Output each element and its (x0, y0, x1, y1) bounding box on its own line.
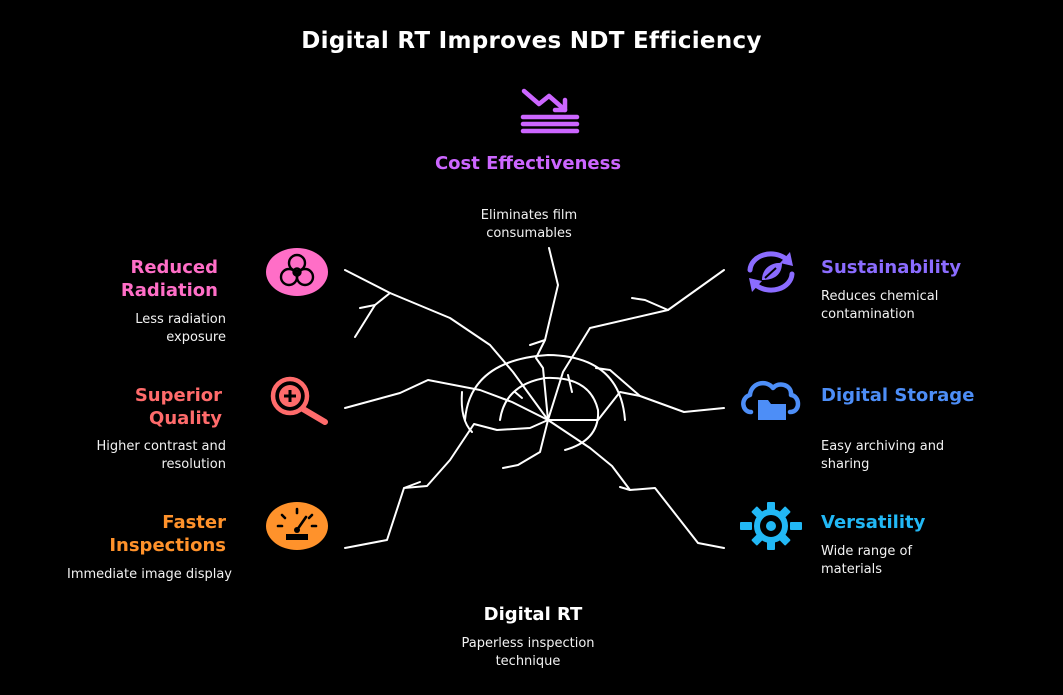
faster-inspections-description: Immediate image display (66, 567, 232, 582)
magnifier-plus-icon (270, 376, 328, 425)
chart-down-icon (520, 88, 580, 134)
digital-storage-label: Digital Storage (821, 385, 975, 406)
biohazard-icon (266, 248, 328, 296)
versatility-label: Versatility (821, 512, 926, 533)
digital-rt-description: Paperless inspection technique (461, 636, 595, 669)
sustainability-label: Sustainability (821, 257, 962, 278)
versatility-description: Wide range of materials (821, 544, 913, 577)
cost-effectiveness-description: Eliminates film consumables (480, 208, 578, 241)
reduced-radiation-description: Less radiation exposure (135, 312, 226, 345)
diagram-title: Digital RT Improves NDT Efficiency (301, 28, 762, 54)
recycle-leaf-icon (747, 251, 795, 293)
speedometer-icon (266, 502, 328, 550)
digital-rt-label: Digital RT (483, 604, 583, 625)
cloud-folder-icon (741, 380, 801, 420)
superior-quality-description: Higher contrast and resolution (96, 439, 226, 472)
superior-quality-label: Superior Quality (134, 385, 222, 429)
faster-inspections-label: Faster Inspections (109, 512, 226, 556)
sustainability-description: Reduces chemical contamination (821, 289, 939, 322)
cost-effectiveness-label: Cost Effectiveness (434, 153, 622, 174)
reduced-radiation-label: Reduced Radiation (120, 257, 218, 301)
digital-storage-description: Easy archiving and sharing (821, 439, 945, 472)
gear-icon (740, 502, 802, 550)
